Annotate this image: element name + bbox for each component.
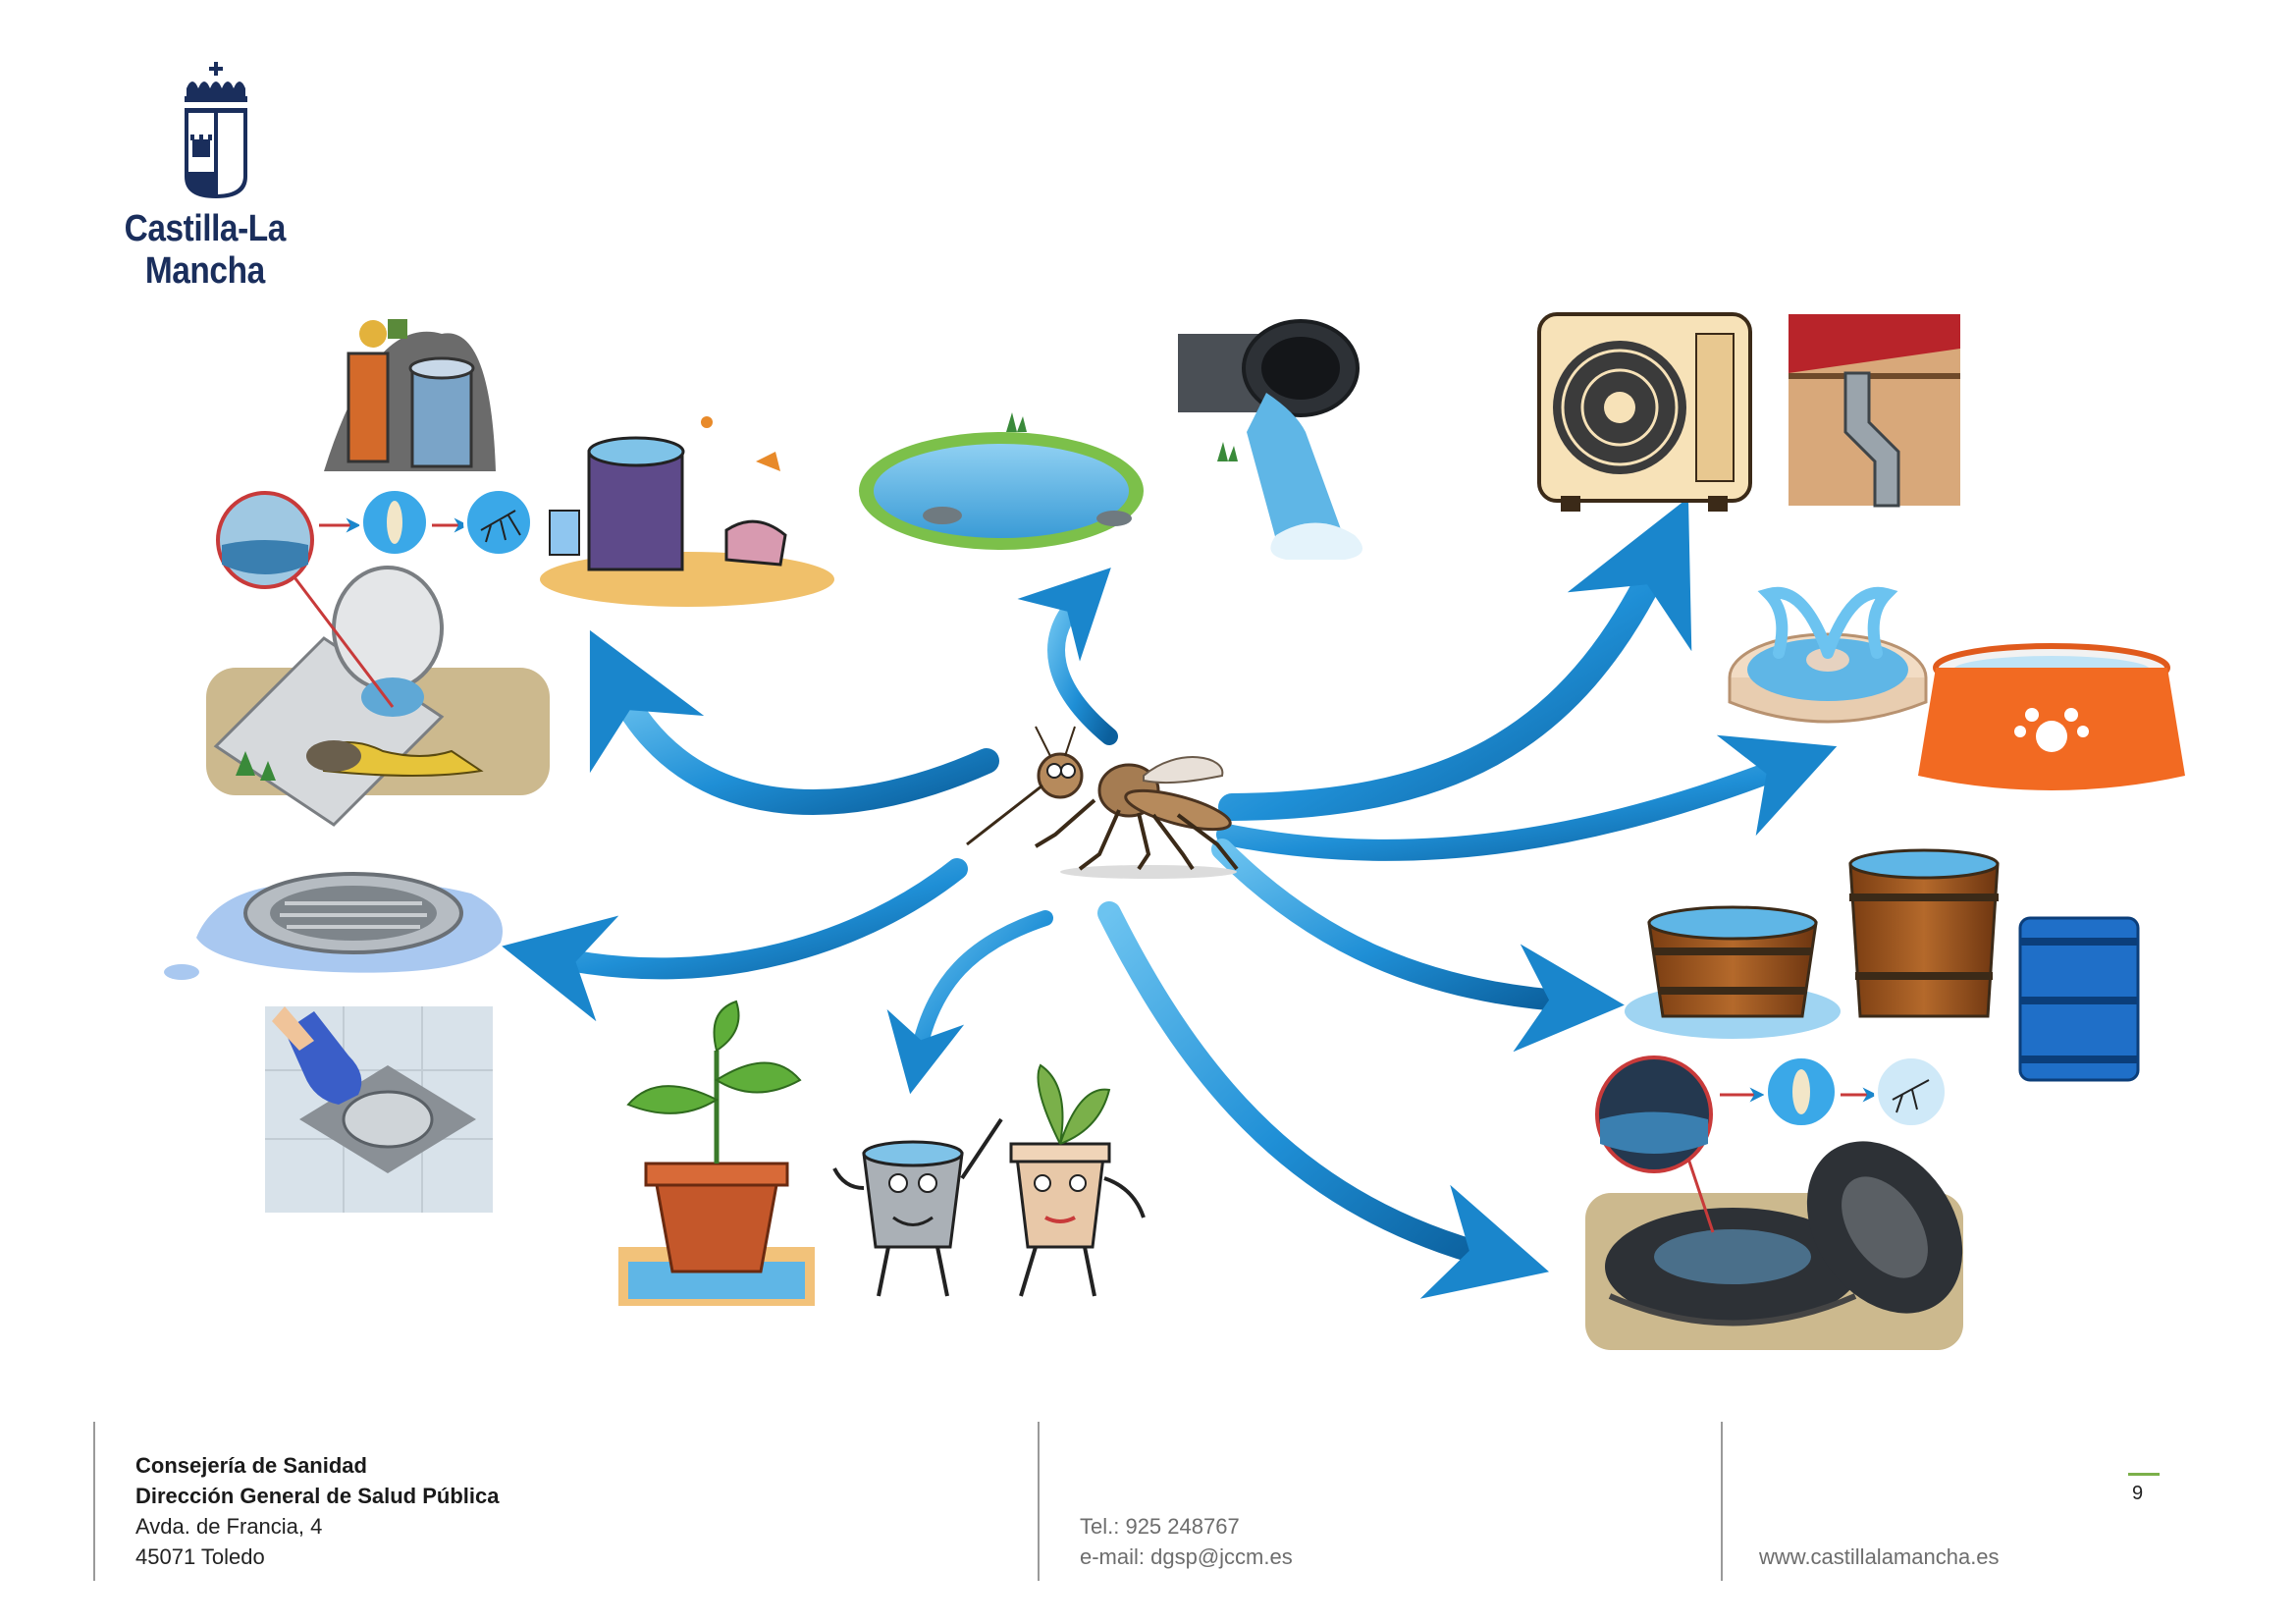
wooden-barrel-icon (1848, 848, 2000, 1018)
website-link[interactable]: www.castillalamancha.es (1759, 1544, 2000, 1569)
pond-icon (859, 412, 1238, 550)
fountain-icon (1728, 586, 1928, 724)
logo-text: Castilla-La Mancha (124, 208, 287, 292)
cleaning-drain-icon (265, 1006, 493, 1213)
plant-pot-icon (618, 1000, 815, 1306)
footer-divider (1038, 1422, 1040, 1581)
footer-divider (1721, 1422, 1723, 1581)
page-number-mark (2128, 1473, 2160, 1476)
arrow-to-garbage (589, 629, 999, 815)
trash-can-icon (540, 416, 834, 607)
org-name: Consejería de Sanidad (135, 1453, 367, 1478)
floor-drain-icon (164, 872, 503, 980)
blue-drum-icon (2018, 916, 2140, 1082)
garbage-pile-icon (324, 319, 496, 471)
drain-pipe-icon (1178, 319, 1362, 560)
mosquito-icon (966, 726, 1239, 879)
wooden-tub-icon (1625, 905, 1841, 1039)
address-city: 45071 Toledo (135, 1544, 265, 1569)
arrows (502, 497, 1838, 1299)
footer-divider (93, 1422, 95, 1581)
tin-can-icon (206, 491, 550, 827)
arrow-to-pots (886, 910, 1053, 1095)
page-number: 9 (2132, 1483, 2144, 1504)
arrow-to-tires (1097, 901, 1550, 1299)
breeding-sites-diagram (164, 312, 2185, 1350)
arrow-to-drain (502, 858, 968, 1022)
air-conditioner-icon (1537, 312, 1752, 512)
email-link[interactable]: e-mail: dgsp@jccm.es (1080, 1544, 1293, 1569)
castilla-la-mancha-crest-icon (185, 62, 247, 198)
pot-character-icon (1009, 1063, 1146, 1297)
address-street: Avda. de Francia, 4 (135, 1514, 323, 1539)
bucket-character-icon (832, 1117, 1003, 1297)
arrow-to-bowl (1216, 734, 1838, 861)
tires-icon (1585, 1055, 1963, 1350)
mosquito-small-icon (480, 510, 521, 543)
arrow-to-barrels (1211, 839, 1625, 1053)
larva-icon (319, 487, 534, 558)
phone-number: Tel.: 925 248767 (1080, 1514, 1240, 1539)
arrow-to-pond (1017, 568, 1118, 745)
gutter-downspout-icon (1789, 314, 1960, 508)
pet-bowl-icon (1918, 643, 2185, 790)
org-department: Dirección General de Salud Pública (135, 1484, 500, 1508)
arrow-to-ac (1218, 497, 1692, 821)
logo: Castilla-La Mancha (88, 59, 353, 292)
